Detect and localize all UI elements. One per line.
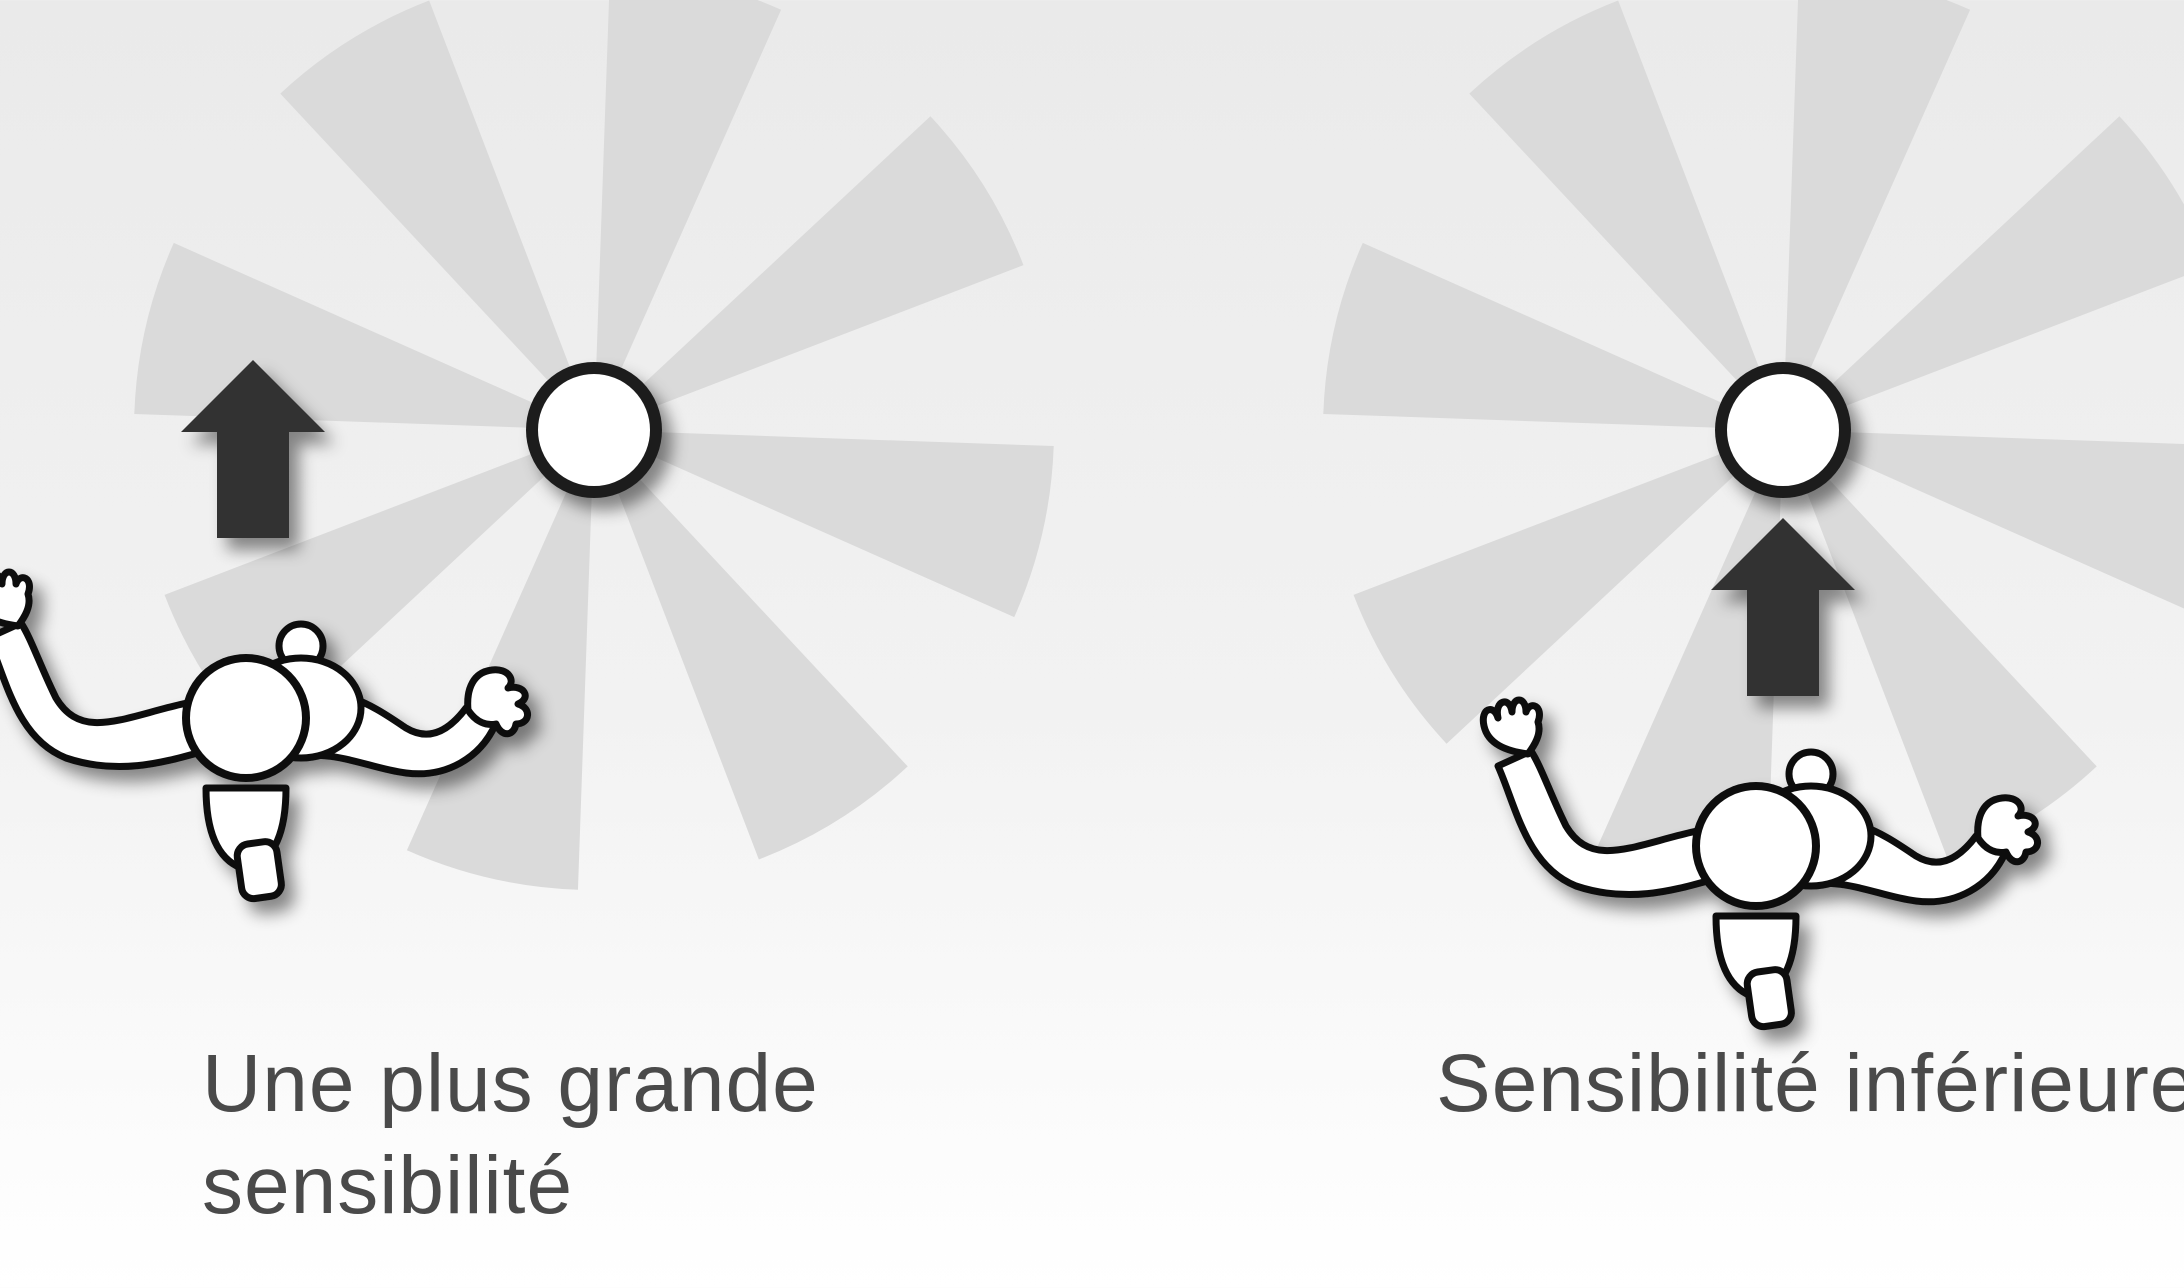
left-panel — [0, 0, 1054, 900]
radial-target-icon — [134, 0, 1054, 890]
caption-right: Sensibilité inférieure — [1436, 1038, 2184, 1129]
fan-sector — [1469, 0, 1783, 430]
fan-sector — [280, 0, 594, 430]
fan-sector — [1783, 430, 2184, 609]
fan-sector — [1353, 430, 1783, 744]
fan-sector — [594, 0, 782, 430]
caption-left-line1: Une plus grande — [202, 1038, 819, 1129]
right-panel — [1323, 0, 2184, 1028]
fan-sector — [594, 430, 908, 860]
fan-sector — [594, 116, 1024, 430]
fan-sector — [406, 430, 594, 890]
target-center — [526, 362, 662, 498]
fan-sector — [1323, 242, 1783, 430]
fan-sector — [1783, 430, 2097, 860]
fan-sector — [594, 430, 1054, 618]
caption-left-line2: sensibilité — [202, 1140, 574, 1231]
target-center — [1715, 362, 1851, 498]
radial-target-icon — [1323, 0, 2184, 890]
fan-sector — [1595, 430, 1783, 890]
fan-sector — [1783, 116, 2184, 430]
fan-sector — [1783, 0, 1971, 430]
